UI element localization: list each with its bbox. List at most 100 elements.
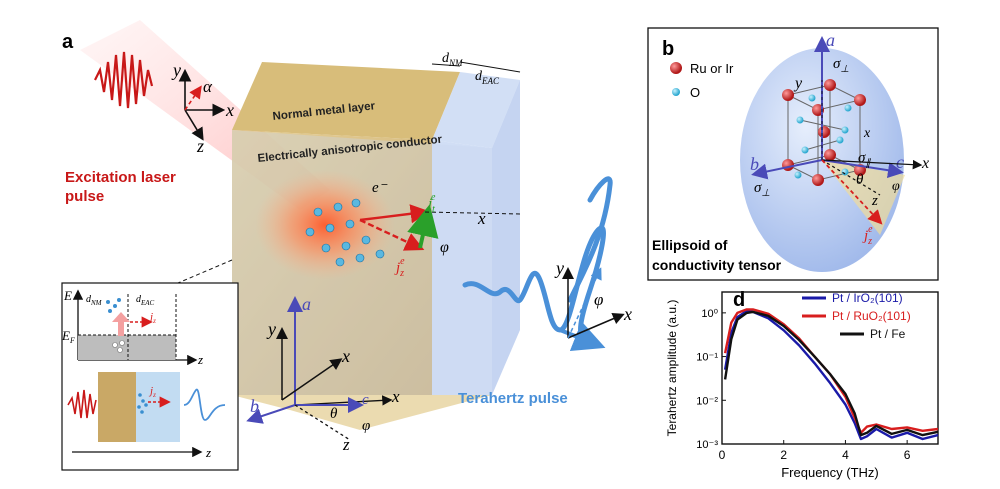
svg-text:jze: jze <box>394 256 405 279</box>
jt-label: j <box>426 196 432 212</box>
inset-jz2-sub: z <box>152 391 156 399</box>
phi-slab: φ <box>440 239 449 256</box>
inset-jz-sub: z <box>152 317 156 325</box>
thz-axis-y: y <box>554 258 564 278</box>
electrons <box>305 198 385 267</box>
inset-deac-sub: EAC <box>140 299 155 307</box>
o-atoms <box>794 94 852 179</box>
eac-layer-side <box>432 140 492 395</box>
lab-axis-x: x <box>341 346 350 366</box>
excitation-label-1: Excitation laser <box>65 169 176 186</box>
thz-axis-x: x <box>623 304 632 324</box>
chart-lines <box>723 308 939 441</box>
lower-axis-x-far: x <box>391 387 400 406</box>
inset-laser <box>67 389 97 419</box>
eac-layer-top <box>432 72 520 148</box>
inset-ef-sub: F <box>69 336 75 345</box>
y-tick-label: 10⁻¹ <box>696 352 718 364</box>
phi-a-lower: φ <box>362 418 370 434</box>
thz-wave <box>462 225 606 348</box>
x-tick-label: 2 <box>780 448 787 462</box>
panel-a-label: a <box>62 31 74 53</box>
inset-z-bottom: z <box>205 445 211 460</box>
b-axis-c: c <box>896 152 904 172</box>
slab-axis-x: x <box>477 209 486 228</box>
excitation-axis-y: y <box>171 60 181 80</box>
b-axis-x-small: x <box>863 126 871 141</box>
laser-spot <box>255 170 395 280</box>
d-eac-sub: EAC <box>481 76 500 86</box>
b-theta: θ <box>856 172 864 188</box>
thz-label: Terahertz pulse <box>458 390 568 407</box>
lower-axis-b: b <box>250 396 259 416</box>
jz-sub: z <box>399 268 404 279</box>
chart-xlabel: Frequency (THz) <box>781 465 879 480</box>
excitation-label-2: pulse <box>65 188 104 205</box>
x-tick-label: 6 <box>904 448 911 462</box>
panel-b-caption-2: conductivity tensor <box>652 257 782 273</box>
inset-ef-label: E <box>61 328 70 343</box>
b-jz-sup: e <box>868 224 873 235</box>
panel-b-label: b <box>662 38 674 60</box>
inset-deac: d <box>136 294 142 305</box>
lab-axis-y: y <box>266 319 276 339</box>
b-axis-z: z <box>871 193 878 209</box>
sigma-par: σ <box>858 150 866 166</box>
jt-sup: e <box>431 192 436 203</box>
sigma-par-sub: ∥ <box>865 158 871 169</box>
jt-arrow <box>407 204 439 249</box>
inset-thz <box>183 388 226 421</box>
series-line <box>723 308 939 434</box>
d-eac-label: d <box>475 69 483 84</box>
electron-label: e⁻ <box>372 180 388 196</box>
sigma-perp-left-sub: ⊥ <box>761 188 770 199</box>
svg-text:jz: jz <box>148 311 156 325</box>
svg-text:dEAC: dEAC <box>136 294 155 307</box>
inset-nm <box>98 372 136 442</box>
nm-layer-top <box>232 62 460 140</box>
crystal-structure <box>786 84 862 181</box>
lower-axis-z: z <box>342 435 350 454</box>
jt-sub: t <box>432 204 435 215</box>
panel-b-caption-1: Ellipsoid of <box>652 237 728 253</box>
laser-pulse-wave <box>94 51 154 109</box>
b-axis-x: x <box>921 155 929 172</box>
d-nm-label: d <box>442 51 450 66</box>
b-phi: φ <box>892 179 900 194</box>
legend-ru-marker <box>670 62 682 74</box>
thz-wave-tail <box>559 321 606 352</box>
inset-z-top: z <box>197 352 203 367</box>
phi-thz: φ <box>594 290 603 309</box>
svg-text:EF: EF <box>61 328 75 345</box>
x-tick-label: 0 <box>719 448 726 462</box>
legend-o: O <box>690 85 700 100</box>
series-line <box>723 309 939 441</box>
inset-jz: j <box>148 311 153 323</box>
inset-jz-2: j <box>148 385 153 397</box>
inset-excite-arrow <box>112 312 130 336</box>
inset-e-label: E <box>63 288 72 303</box>
svg-text:dNM: dNM <box>442 51 463 68</box>
excitation-axis-z: z <box>196 136 204 156</box>
panel-a: a y x z α Excitation laser pulse Normal … <box>61 20 632 471</box>
chart-ylabel: Terahertz amplitude (a.u.) <box>665 300 679 437</box>
lower-axis-a: a <box>302 294 311 314</box>
legend-entry: Pt / Fe <box>870 327 906 341</box>
plot-frame <box>721 291 939 445</box>
ellipsoid-wedge <box>822 160 905 235</box>
b-axis-b: b <box>750 154 759 174</box>
eac-layer-right <box>492 80 520 395</box>
b-jz-sub: z <box>867 236 872 247</box>
svg-text:jte: jte <box>426 192 436 215</box>
svg-text:σ⊥: σ⊥ <box>754 180 770 199</box>
legend-entry: Pt / IrO₂(101) <box>832 291 903 305</box>
jz-label: j <box>394 260 400 276</box>
jz-arrow <box>359 218 425 251</box>
inset-eac <box>136 372 180 442</box>
svg-text:dNM: dNM <box>86 294 103 307</box>
inset-dnm: d <box>86 294 92 305</box>
svg-text:jz: jz <box>148 385 156 399</box>
